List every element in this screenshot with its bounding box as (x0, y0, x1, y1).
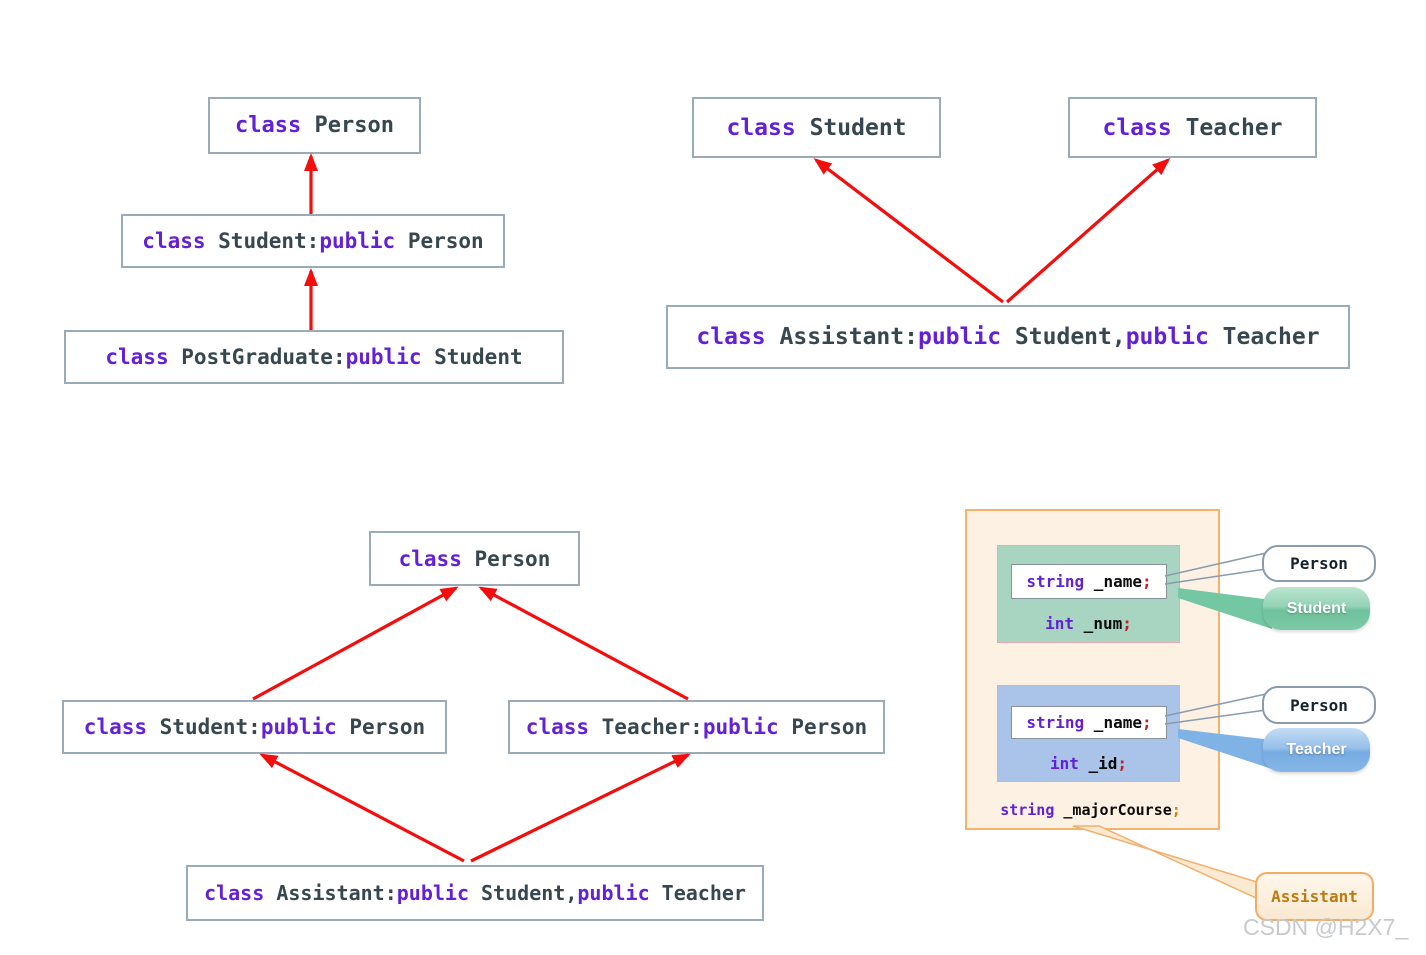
arrow-diamond-student-to-person (252, 586, 459, 701)
callout-student: Student (1263, 587, 1370, 630)
callout-person-bottom: Person (1262, 686, 1376, 724)
class-box-postgraduate: class PostGraduate:public Student (64, 330, 564, 384)
class-box-student: class Student:public Person (62, 700, 447, 754)
field-majorcourse-text: string _majorCourse; (1000, 801, 1181, 819)
class-box-student: class Student:public Person (121, 214, 505, 268)
class-box-teacher: class Teacher (1068, 97, 1317, 158)
class-box-teacher: class Teacher:public Person (508, 700, 885, 754)
arrow-diamond-assistant-to-teacher (470, 753, 691, 863)
class-box-person: class Person (208, 97, 421, 154)
class-box-assistant: class Assistant:public Student,public Te… (186, 865, 764, 921)
arrow-assistant-to-teacher (1005, 158, 1171, 304)
field-id-text: int _id; (1049, 754, 1128, 773)
field-name-box: string _name; (1011, 564, 1167, 599)
class-box-person: class Person (369, 531, 580, 586)
arrow-diamond-assistant-to-student (259, 753, 465, 863)
teacher-subobject-box: string _name; int _id; (997, 685, 1180, 782)
wedge-assistant-callout (1072, 825, 1268, 905)
callout-teacher: Teacher (1263, 728, 1370, 772)
class-box-assistant: class Assistant:public Student,public Te… (666, 305, 1350, 369)
student-subobject-box: string _name; int _num; (997, 545, 1180, 643)
callout-person-top: Person (1262, 545, 1376, 582)
field-num-text: int _num; (1045, 614, 1132, 633)
arrow-diamond-teacher-to-person (478, 586, 689, 701)
class-box-student: class Student (692, 97, 941, 158)
arrow-assistant-to-student (813, 158, 1004, 304)
csdn-watermark: CSDN @H2X7_ (1243, 914, 1409, 940)
field-name-box: string _name; (1011, 706, 1167, 739)
